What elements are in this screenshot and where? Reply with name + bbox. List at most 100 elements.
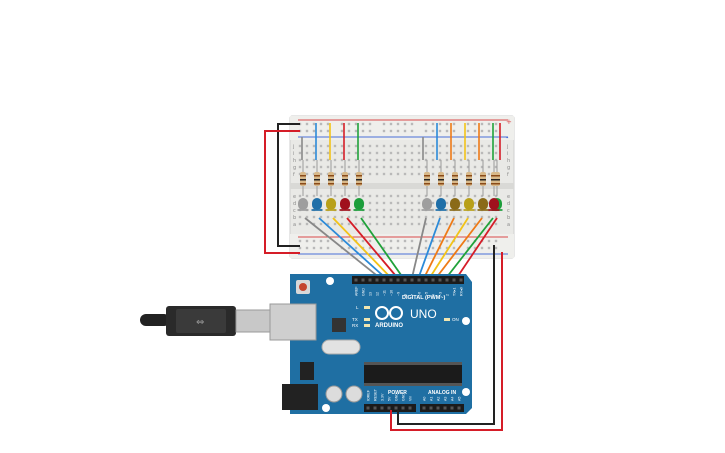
terminal-hole[interactable] <box>459 158 463 162</box>
terminal-hole[interactable] <box>382 158 386 162</box>
terminal-hole[interactable] <box>319 158 323 162</box>
rail-hole[interactable] <box>354 122 358 126</box>
rail-hole[interactable] <box>410 239 414 243</box>
terminal-hole[interactable] <box>438 222 442 226</box>
terminal-hole[interactable] <box>438 165 442 169</box>
rail-hole[interactable] <box>473 129 477 133</box>
terminal-hole[interactable] <box>403 222 407 226</box>
rail-hole[interactable] <box>382 246 386 250</box>
terminal-hole[interactable] <box>389 158 393 162</box>
led[interactable] <box>326 198 336 210</box>
rail-hole[interactable] <box>431 246 435 250</box>
rail-hole[interactable] <box>368 129 372 133</box>
terminal-hole[interactable] <box>452 158 456 162</box>
terminal-hole[interactable] <box>347 172 351 176</box>
terminal-hole[interactable] <box>368 201 372 205</box>
terminal-hole[interactable] <box>396 208 400 212</box>
terminal-hole[interactable] <box>410 201 414 205</box>
terminal-hole[interactable] <box>333 165 337 169</box>
rail-hole[interactable] <box>445 122 449 126</box>
terminal-hole[interactable] <box>487 158 491 162</box>
terminal-hole[interactable] <box>361 151 365 155</box>
rail-hole[interactable] <box>340 122 344 126</box>
terminal-hole[interactable] <box>382 208 386 212</box>
terminal-hole[interactable] <box>354 165 358 169</box>
terminal-hole[interactable] <box>340 151 344 155</box>
terminal-hole[interactable] <box>361 165 365 169</box>
rail-hole[interactable] <box>403 246 407 250</box>
terminal-hole[interactable] <box>438 194 442 198</box>
rail-hole[interactable] <box>354 129 358 133</box>
terminal-hole[interactable] <box>361 158 365 162</box>
terminal-hole[interactable] <box>354 194 358 198</box>
rail-hole[interactable] <box>494 246 498 250</box>
terminal-hole[interactable] <box>445 201 449 205</box>
terminal-hole[interactable] <box>459 201 463 205</box>
terminal-hole[interactable] <box>396 165 400 169</box>
terminal-hole[interactable] <box>417 158 421 162</box>
header-pin[interactable] <box>403 278 407 282</box>
terminal-hole[interactable] <box>445 144 449 148</box>
terminal-hole[interactable] <box>445 208 449 212</box>
header-pin[interactable] <box>368 278 372 282</box>
rail-hole[interactable] <box>354 246 358 250</box>
terminal-hole[interactable] <box>382 144 386 148</box>
terminal-hole[interactable] <box>333 151 337 155</box>
terminal-hole[interactable] <box>473 165 477 169</box>
terminal-hole[interactable] <box>368 215 372 219</box>
terminal-hole[interactable] <box>396 144 400 148</box>
terminal-hole[interactable] <box>368 165 372 169</box>
terminal-hole[interactable] <box>480 158 484 162</box>
rail-hole[interactable] <box>319 122 323 126</box>
rail-hole[interactable] <box>312 129 316 133</box>
terminal-hole[interactable] <box>368 144 372 148</box>
terminal-hole[interactable] <box>431 158 435 162</box>
terminal-hole[interactable] <box>403 151 407 155</box>
terminal-hole[interactable] <box>389 208 393 212</box>
terminal-hole[interactable] <box>445 194 449 198</box>
terminal-hole[interactable] <box>326 222 330 226</box>
rail-hole[interactable] <box>340 129 344 133</box>
terminal-hole[interactable] <box>445 215 449 219</box>
header-pin[interactable] <box>452 278 456 282</box>
header-pin[interactable] <box>389 278 393 282</box>
rail-hole[interactable] <box>319 129 323 133</box>
rail-hole[interactable] <box>361 122 365 126</box>
terminal-hole[interactable] <box>466 151 470 155</box>
terminal-hole[interactable] <box>312 194 316 198</box>
rail-hole[interactable] <box>480 122 484 126</box>
terminal-hole[interactable] <box>361 222 365 226</box>
terminal-hole[interactable] <box>459 151 463 155</box>
rail-hole[interactable] <box>403 239 407 243</box>
rail-hole[interactable] <box>312 239 316 243</box>
terminal-hole[interactable] <box>333 222 337 226</box>
led[interactable] <box>422 198 432 210</box>
terminal-hole[interactable] <box>389 201 393 205</box>
terminal-hole[interactable] <box>354 144 358 148</box>
terminal-hole[interactable] <box>494 165 498 169</box>
led[interactable] <box>489 198 499 210</box>
rail-hole[interactable] <box>368 239 372 243</box>
rail-hole[interactable] <box>487 246 491 250</box>
header-pin[interactable] <box>431 278 435 282</box>
rail-hole[interactable] <box>494 122 498 126</box>
terminal-hole[interactable] <box>480 144 484 148</box>
led[interactable] <box>464 198 474 210</box>
header-pin[interactable] <box>382 278 386 282</box>
rail-hole[interactable] <box>473 122 477 126</box>
rail-hole[interactable] <box>487 129 491 133</box>
terminal-hole[interactable] <box>347 165 351 169</box>
header-pin[interactable] <box>436 406 440 410</box>
terminal-hole[interactable] <box>403 215 407 219</box>
terminal-hole[interactable] <box>459 215 463 219</box>
terminal-hole[interactable] <box>333 144 337 148</box>
terminal-hole[interactable] <box>410 208 414 212</box>
rail-hole[interactable] <box>347 239 351 243</box>
terminal-hole[interactable] <box>452 194 456 198</box>
terminal-hole[interactable] <box>396 222 400 226</box>
terminal-hole[interactable] <box>361 144 365 148</box>
terminal-hole[interactable] <box>431 208 435 212</box>
terminal-hole[interactable] <box>354 215 358 219</box>
terminal-hole[interactable] <box>459 222 463 226</box>
rail-hole[interactable] <box>298 246 302 250</box>
